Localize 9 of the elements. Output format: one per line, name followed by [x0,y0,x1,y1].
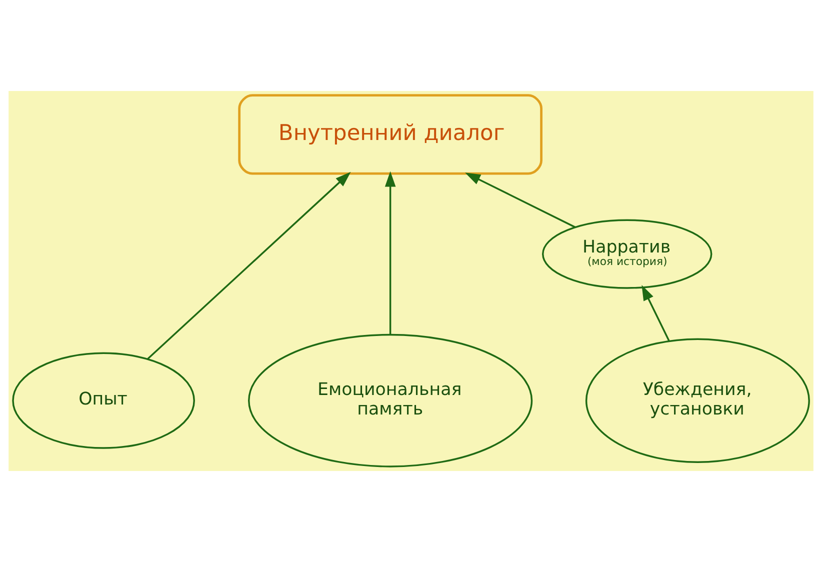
arrow [384,170,396,334]
node-ellipse: Опыт [12,352,195,448]
arrow [147,171,351,359]
arrow [642,284,670,341]
node-ellipse: Убеждения, установки [585,338,810,462]
arrow [464,172,576,228]
node-box: Внутренний диалог [238,94,542,174]
node-ellipse: Нарратив (моя история) [542,218,712,288]
node-ellipse: Емоциональная память [248,333,533,467]
